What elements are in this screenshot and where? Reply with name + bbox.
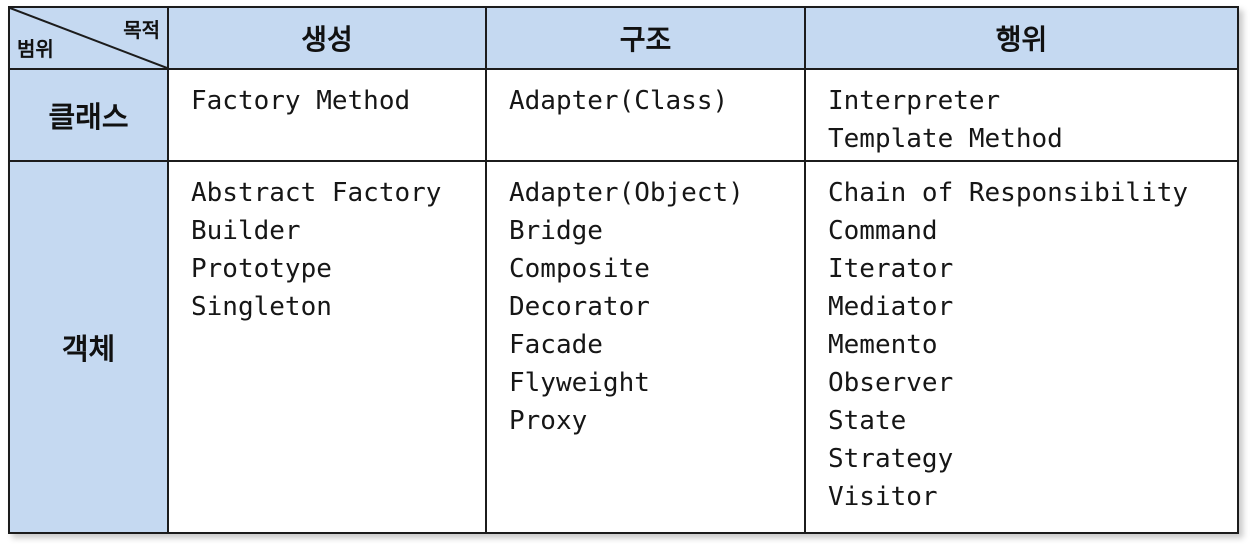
cell-class-behavioral: Interpreter Template Method <box>806 70 1237 162</box>
column-header-creational: 생성 <box>169 8 487 70</box>
cell-object-creational: Abstract Factory Builder Prototype Singl… <box>169 162 487 532</box>
purpose-axis-label: 목적 <box>123 20 160 42</box>
column-header-behavioral: 행위 <box>806 8 1237 70</box>
cell-class-structural: Adapter(Class) <box>487 70 806 162</box>
corner-cell: 목적 범위 <box>10 8 169 70</box>
scope-axis-label: 범위 <box>17 39 54 61</box>
column-header-structural: 구조 <box>487 8 806 70</box>
diagonal-divider-line <box>10 8 167 68</box>
cell-class-creational: Factory Method <box>169 70 487 162</box>
design-pattern-classification-table: 목적 범위 생성 구조 행위 클래스 Factory Method Adapte… <box>8 6 1239 534</box>
cell-object-structural: Adapter(Object) Bridge Composite Decorat… <box>487 162 806 532</box>
row-header-object: 객체 <box>10 162 169 532</box>
row-header-class: 클래스 <box>10 70 169 162</box>
cell-object-behavioral: Chain of Responsibility Command Iterator… <box>806 162 1237 532</box>
